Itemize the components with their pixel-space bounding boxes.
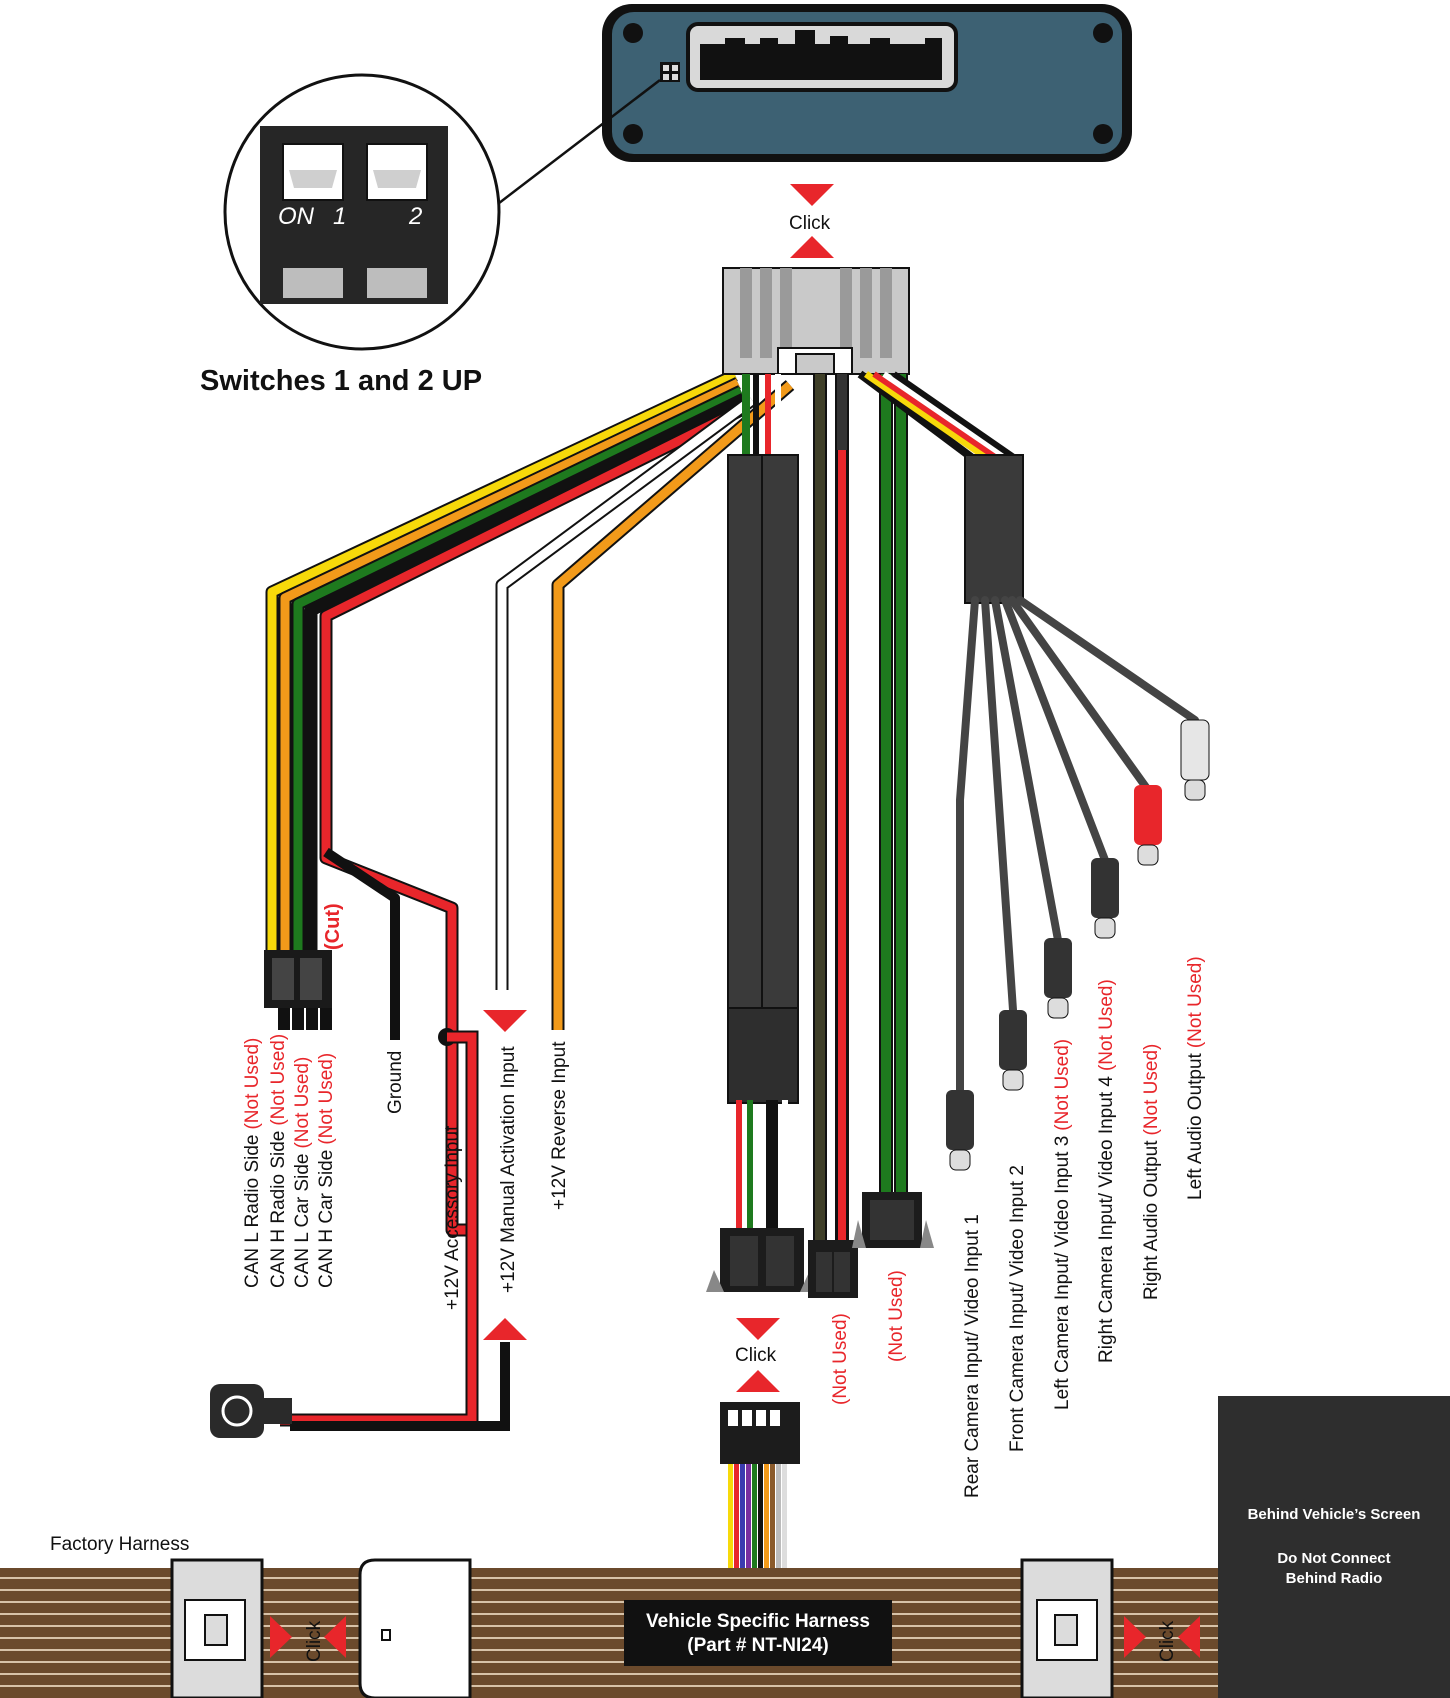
harness-click-label-right: Click [1157,1620,1178,1662]
center-cables [727,370,1020,1245]
camera-label-1: Front Camera Input/ Video Input 2 [1007,1165,1028,1452]
note-line1: Behind Vehicle’s Screen [1247,1506,1421,1523]
rca-plugs [946,719,1210,1171]
factory-connector-left [170,1558,264,1698]
left-wire-label-2: CAN L Car Side (Not Used) [292,1057,313,1288]
camera-label-5: Left Audio Output (Not Used) [1185,956,1206,1200]
switches-caption: Switches 1 and 2 UP [200,365,482,397]
left-wire-bundle [265,369,795,1237]
left-wire-label-0: CAN L Radio Side (Not Used) [242,1038,263,1288]
behind-screen-note: Behind Vehicle’s Screen Do Not Connect B… [1218,1396,1450,1698]
interface-module [602,4,1132,162]
not-used-label-2: (Not Used) [886,1270,907,1362]
click-arrow-down-icon-mid [736,1318,780,1340]
switch-2-label: 2 [408,203,422,230]
left-wire-label-2-text: CAN L Car Side [292,1154,313,1288]
not-used-label-1: (Not Used) [830,1313,851,1405]
harness-label-line2: (Part # NT-NI24) [687,1635,828,1656]
callout-line [489,79,661,211]
harness-click-arrow-left-icon-2 [1178,1616,1200,1658]
rca-breakout [956,454,1199,1104]
camera-label-4: Right Audio Output (Not Used) [1141,1044,1162,1300]
dip-switch-callout: ON 1 2 [223,73,501,351]
manual-activation-button [210,1384,292,1438]
camera-label-3-text: Right Camera Input/ Video Input 4 [1096,1076,1117,1363]
camera-label-5-status: (Not Used) [1185,956,1206,1048]
harness-click-arrow-right-icon [270,1616,292,1658]
manual-activation-label: +12V Manual Activation Input [498,1046,519,1293]
camera-label-4-text: Right Audio Output [1141,1140,1162,1300]
camera-label-0: Rear Camera Input/ Video Input 1 [962,1214,983,1498]
camera-label-5-text: Left Audio Output [1185,1052,1206,1200]
main-connector [722,267,910,375]
factory-connector-right [1020,1558,1114,1698]
left-wire-label-2-status: (Not Used) [292,1057,313,1149]
harness-label-box [624,1600,892,1666]
accessory-label: +12V Accessory Input [442,1125,463,1310]
switch-on-label: ON [278,203,315,230]
left-wire-label-1: CAN H Radio Side (Not Used) [268,1034,289,1288]
camera-label-3: Right Camera Input/ Video Input 4 (Not Us… [1096,979,1117,1363]
camera-label-2-status: (Not Used) [1052,1039,1073,1131]
manual-arrow-up-icon [483,1318,527,1340]
camera-label-2: Left Camera Input/ Video Input 3 (Not Use… [1052,1039,1073,1410]
vehicle-connector [358,1558,472,1698]
harness-label-line1: Vehicle Specific Harness [646,1611,870,1632]
click-arrow-down-icon [790,184,834,206]
note-line2: Do Not Connect [1277,1550,1391,1567]
click-label-mid: Click [735,1345,777,1366]
left-wire-labels: CAN L Radio Side(Not Used)CAN H Radio Si… [242,1034,337,1288]
left-wire-label-1-text: CAN H Radio Side [268,1131,289,1288]
reverse-label: +12V Reverse Input [549,1041,570,1210]
camera-label-1-text: Front Camera Input/ Video Input 2 [1007,1165,1028,1452]
camera-label-4-status: (Not Used) [1141,1044,1162,1136]
camera-label-2-text: Left Camera Input/ Video Input 3 [1052,1136,1073,1410]
harness-click-arrow-right-icon-2 [1124,1616,1146,1658]
can-connector [264,950,332,1030]
left-wire-label-3: CAN H Car Side (Not Used) [316,1053,337,1288]
harness-click-arrow-left-icon [324,1616,346,1658]
left-wire-label-0-text: CAN L Radio Side [242,1135,263,1288]
left-wire-label-3-text: CAN H Car Side [316,1150,337,1288]
click-arrow-up-icon-mid [736,1370,780,1392]
manual-arrow-down-icon [483,1010,527,1032]
harness-click-label-left: Click [304,1620,325,1662]
lower-plug [720,1402,800,1568]
left-wire-label-0-status: (Not Used) [242,1038,263,1130]
camera-label-3-status: (Not Used) [1096,979,1117,1071]
camera-label-0-text: Rear Camera Input/ Video Input 1 [962,1214,983,1498]
switch-1-label: 1 [333,203,346,230]
left-wire-label-3-status: (Not Used) [316,1053,337,1145]
click-arrow-up-icon [790,236,834,258]
cut-label: (Cut) [322,903,344,950]
note-line3: Behind Radio [1285,1570,1383,1587]
factory-harness-label: Factory Harness [50,1534,189,1555]
ground-label: Ground [385,1051,406,1114]
left-wire-label-1-status: (Not Used) [268,1034,289,1126]
camera-labels: Rear Camera Input/ Video Input 1 Front Ca… [962,956,1206,1498]
click-label-top: Click [789,213,831,234]
center-plugs [706,1192,934,1298]
